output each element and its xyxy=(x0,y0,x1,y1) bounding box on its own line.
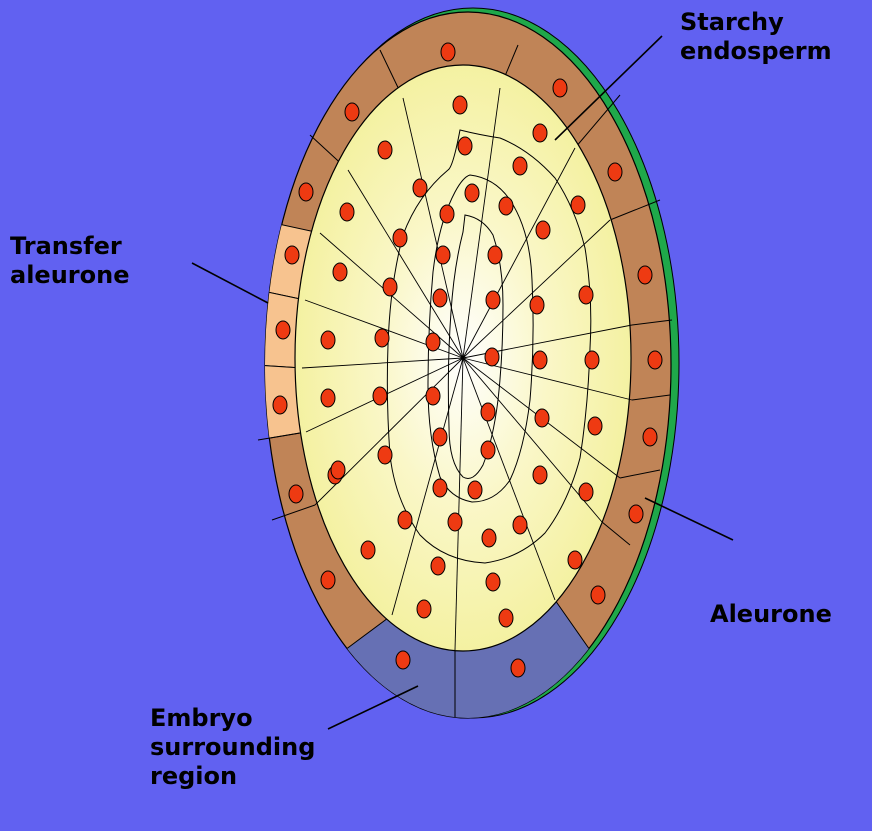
nucleus xyxy=(481,441,495,459)
nucleus xyxy=(553,79,567,97)
nucleus xyxy=(375,329,389,347)
label-transfer-line1: Transfer xyxy=(10,232,129,261)
nucleus xyxy=(299,183,313,201)
label-aleurone-line1: Aleurone xyxy=(710,600,832,629)
nucleus xyxy=(536,221,550,239)
nucleus xyxy=(431,557,445,575)
nucleus xyxy=(486,291,500,309)
nucleus xyxy=(485,348,499,366)
nucleus xyxy=(638,266,652,284)
nucleus xyxy=(361,541,375,559)
nucleus xyxy=(511,659,525,677)
nucleus xyxy=(453,96,467,114)
label-esr-line2: surrounding xyxy=(150,733,315,762)
label-transfer-line2: aleurone xyxy=(10,261,129,290)
nucleus xyxy=(396,651,410,669)
nucleus xyxy=(441,43,455,61)
nucleus xyxy=(591,586,605,604)
nucleus xyxy=(608,163,622,181)
label-starchy-line2: endosperm xyxy=(680,37,832,66)
nucleus xyxy=(648,351,662,369)
nucleus xyxy=(345,103,359,121)
nucleus xyxy=(535,409,549,427)
nucleus xyxy=(373,387,387,405)
nucleus xyxy=(588,417,602,435)
label-esr-line3: region xyxy=(150,762,315,791)
nucleus xyxy=(533,351,547,369)
label-starchy-line1: Starchy xyxy=(680,8,832,37)
nucleus xyxy=(340,203,354,221)
nucleus xyxy=(285,246,299,264)
nucleus xyxy=(579,286,593,304)
nucleus xyxy=(333,263,347,281)
nucleus xyxy=(378,446,392,464)
nucleus xyxy=(448,513,462,531)
nucleus xyxy=(499,609,513,627)
leader-line-esr xyxy=(328,686,418,729)
nucleus xyxy=(513,516,527,534)
label-aleurone: Aleurone xyxy=(710,600,832,629)
nucleus xyxy=(383,278,397,296)
nucleus xyxy=(289,485,303,503)
nucleus xyxy=(331,461,345,479)
nucleus xyxy=(643,428,657,446)
label-starchy-endosperm: Starchy endosperm xyxy=(680,8,832,66)
nucleus xyxy=(585,351,599,369)
nucleus xyxy=(458,137,472,155)
nucleus xyxy=(321,571,335,589)
nucleus xyxy=(533,124,547,142)
nucleus xyxy=(273,396,287,414)
nucleus xyxy=(398,511,412,529)
nucleus xyxy=(321,331,335,349)
nucleus xyxy=(533,466,547,484)
nucleus xyxy=(486,573,500,591)
label-embryo-surrounding-region: Embryo surrounding region xyxy=(150,704,315,791)
nucleus xyxy=(433,428,447,446)
nucleus xyxy=(468,481,482,499)
nucleus xyxy=(579,483,593,501)
nucleus xyxy=(530,296,544,314)
nucleus xyxy=(321,389,335,407)
nucleus xyxy=(571,196,585,214)
label-transfer-aleurone: Transfer aleurone xyxy=(10,232,129,290)
leader-line-transfer xyxy=(192,263,268,303)
nucleus xyxy=(488,246,502,264)
nucleus xyxy=(440,205,454,223)
nucleus xyxy=(513,157,527,175)
nucleus xyxy=(436,246,450,264)
nucleus xyxy=(276,321,290,339)
nucleus xyxy=(482,529,496,547)
nucleus xyxy=(499,197,513,215)
nucleus xyxy=(426,333,440,351)
nucleus xyxy=(433,479,447,497)
nucleus xyxy=(426,387,440,405)
nucleus xyxy=(629,505,643,523)
nucleus xyxy=(393,229,407,247)
nucleus xyxy=(433,289,447,307)
nucleus xyxy=(378,141,392,159)
label-esr-line1: Embryo xyxy=(150,704,315,733)
nucleus xyxy=(413,179,427,197)
nucleus xyxy=(465,184,479,202)
nucleus xyxy=(568,551,582,569)
nucleus xyxy=(481,403,495,421)
nucleus xyxy=(417,600,431,618)
